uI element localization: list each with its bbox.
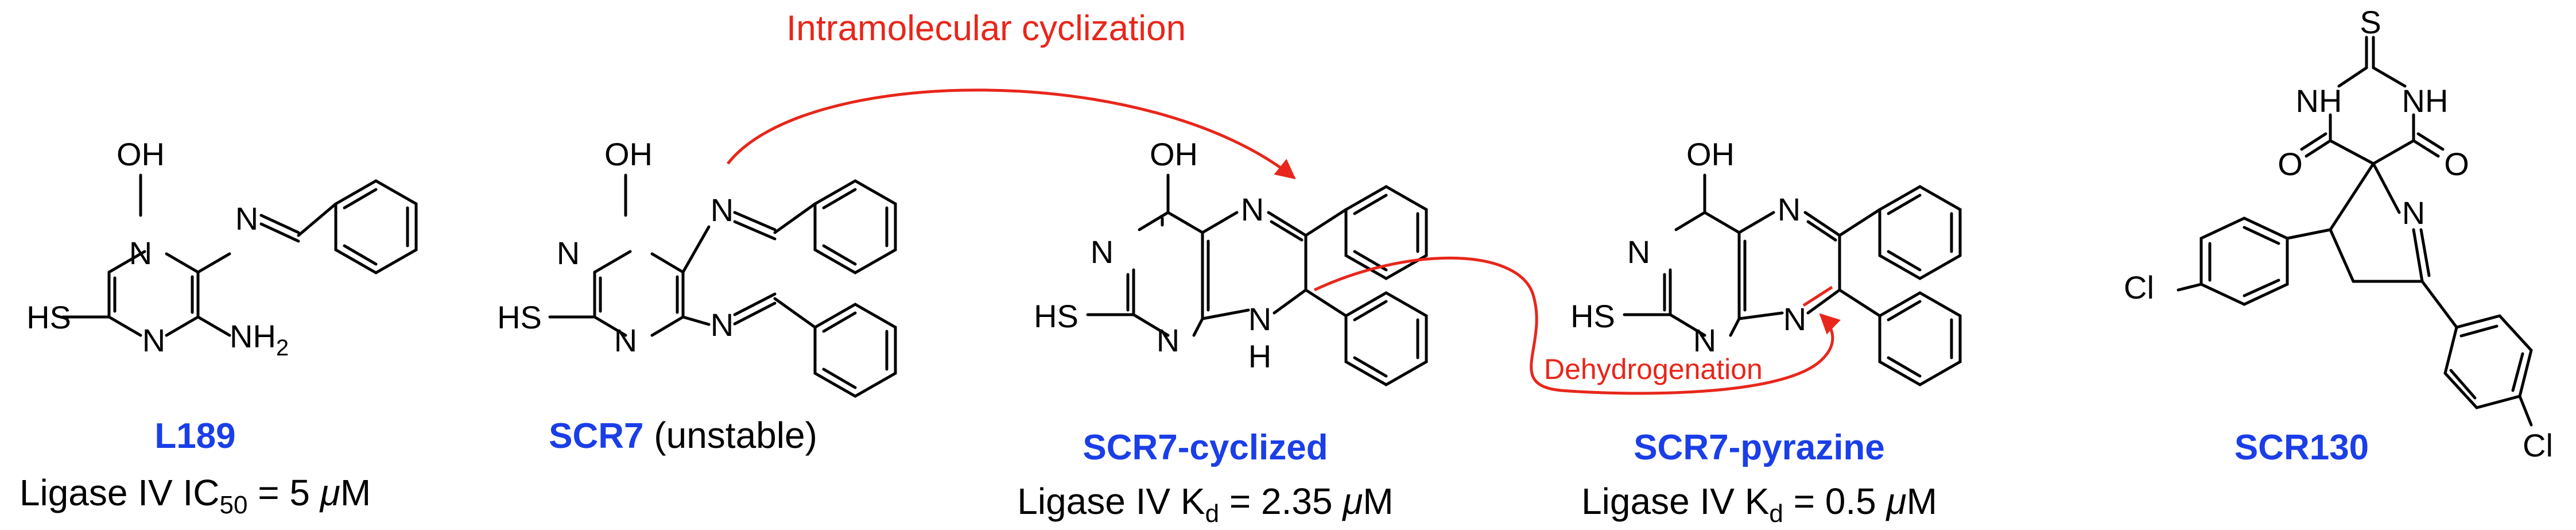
label-scr130: SCR130 (2234, 428, 2369, 467)
atom-hs: HS (1570, 298, 1615, 334)
atom-n: N (557, 235, 580, 271)
annotation-dehydrogenation: Dehydrogenation (1544, 353, 1763, 385)
new-double-bond (1802, 285, 1833, 307)
atom-hs: HS (1034, 298, 1078, 334)
atom-n: N (129, 235, 152, 271)
atom-n: N (2402, 195, 2425, 231)
property-ic50: Ligase IV IC50 = 5 μM (20, 472, 371, 519)
atom-n: N (711, 192, 734, 228)
atom-n: N (711, 307, 734, 343)
property-kd: Ligase IV Kd = 2.35 μM (1017, 481, 1393, 528)
structure-scr7-pyrazine (1623, 173, 1962, 386)
atom-s: S (2360, 4, 2381, 40)
label-scr7-cyclized: SCR7-cyclized Ligase IV Kd = 2.35 μM (1017, 428, 1393, 528)
compound-name: L189 (154, 416, 235, 456)
atom-nh2: NH2 (230, 318, 289, 361)
compound-name-with-note: SCR7 (unstable) (549, 415, 817, 456)
atom-nh: N (1248, 301, 1271, 337)
cyclization-annotation: Intramolecular cyclization (727, 9, 1296, 180)
atom-n: N (1783, 301, 1806, 337)
compound-name: SCR7-cyclized (1083, 428, 1328, 467)
atom-hs: HS (497, 299, 542, 335)
atom-n: N (142, 322, 165, 358)
atom-n: N (1157, 322, 1180, 358)
atom-n: N (1627, 234, 1650, 270)
atom-n: N (235, 200, 258, 237)
structure-scr130 (2177, 36, 2533, 427)
atom-nh: NH (2296, 83, 2342, 119)
atoms-scr130: S NH NH O O N Cl Cl (2124, 4, 2553, 463)
atoms-l189: OH N N HS N NH2 (26, 136, 289, 361)
compound-name: SCR7-pyrazine (1634, 428, 1885, 467)
structure-scr7-cyclized (1086, 173, 1428, 386)
atom-n: N (614, 322, 637, 358)
atom-cl: Cl (2124, 269, 2154, 305)
structure-l189 (61, 173, 418, 337)
atom-hs: HS (26, 299, 71, 335)
label-scr7: SCR7 (unstable) (549, 415, 817, 456)
atoms-scr7-cyclized: OH N N HS N N H (1034, 136, 1271, 374)
cyclization-arrow (727, 88, 1296, 180)
label-scr7-pyrazine: SCR7-pyrazine Ligase IV Kd = 0.5 μM (1581, 428, 1937, 528)
atoms-scr7-pyrazine: OH N N HS N N (1570, 136, 1806, 358)
atom-n: N (1778, 191, 1801, 227)
atom-n: N (1241, 191, 1264, 227)
atom-oh: OH (1150, 136, 1198, 172)
atom-o: O (2278, 146, 2303, 182)
atom-h: H (1248, 338, 1271, 374)
property-kd: Ligase IV Kd = 0.5 μM (1581, 481, 1937, 528)
atom-n: N (1091, 234, 1114, 270)
atoms-scr7: OH N N HS N N (497, 136, 734, 358)
annotation-intramolecular-cyclization: Intramolecular cyclization (786, 9, 1186, 48)
label-l189: L189 Ligase IV IC50 = 5 μM (20, 416, 371, 519)
atom-nh: NH (2402, 83, 2449, 119)
atom-n: N (1693, 322, 1716, 358)
structure-scr7 (548, 173, 897, 398)
dehydrogenation-annotation: Dehydrogenation (1313, 256, 1841, 395)
dehydrogenation-arrow (1313, 256, 1841, 395)
atom-cl: Cl (2523, 427, 2553, 463)
atom-o: O (2444, 146, 2469, 182)
atom-oh: OH (117, 136, 165, 172)
atom-oh: OH (604, 136, 653, 172)
compound-name: SCR130 (2234, 428, 2369, 467)
atom-oh: OH (1686, 136, 1735, 172)
